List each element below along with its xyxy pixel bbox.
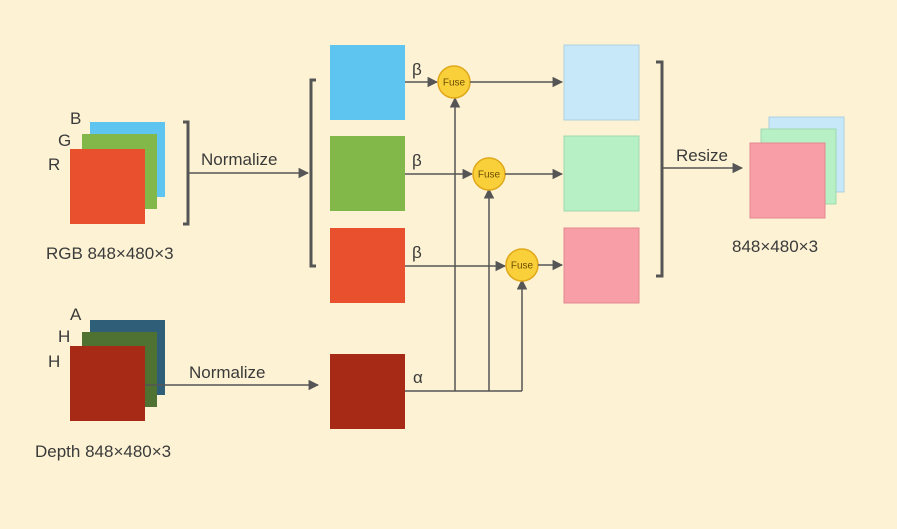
normalized-depth-block (330, 354, 405, 429)
depth-channel-h1-label: H (58, 327, 70, 346)
depth-h-front-layer (70, 346, 145, 421)
beta-label-3: β (412, 243, 422, 262)
alpha-label: α (413, 368, 423, 387)
rgb-caption: RGB 848×480×3 (46, 244, 174, 263)
fuse-label-1: Fuse (443, 78, 466, 89)
depth-input-stack: A H H Depth 848×480×3 (35, 305, 171, 461)
normalized-red-block (330, 228, 405, 303)
rgb-channel-b-label: B (70, 109, 81, 128)
fuse-node-3: Fuse (505, 248, 539, 282)
output-stack: 848×480×3 (732, 116, 845, 256)
rgb-normalize-label: Normalize (201, 150, 278, 169)
output-caption: 848×480×3 (732, 237, 818, 256)
fuse-node-2: Fuse (472, 157, 506, 191)
depth-normalize-label: Normalize (189, 363, 266, 382)
rgb-channel-r-label: R (48, 155, 60, 174)
resize-label: Resize (676, 146, 728, 165)
fused-green-block (563, 135, 640, 212)
fuse-node-1: Fuse (437, 65, 471, 99)
fuse-label-3: Fuse (511, 261, 534, 272)
fused-blue-block (563, 44, 640, 121)
depth-channel-h2-label: H (48, 352, 60, 371)
rgb-input-stack: B G R RGB 848×480×3 (46, 109, 174, 263)
normalized-green-block (330, 136, 405, 211)
fused-red-block (563, 227, 640, 304)
beta-label-1: β (412, 60, 422, 79)
alpha-distribution-lines (405, 96, 528, 392)
depth-caption: Depth 848×480×3 (35, 442, 171, 461)
rgb-bracket (183, 120, 190, 226)
normalized-blue-block (330, 45, 405, 120)
rgb-r-layer (70, 149, 145, 224)
fused-group-bracket (656, 60, 664, 278)
beta-label-2: β (412, 151, 422, 170)
fuse-label-2: Fuse (478, 170, 501, 181)
rgb-channel-g-label: G (58, 131, 71, 150)
output-front-layer (749, 142, 826, 219)
normalized-group-bracket (309, 78, 316, 268)
depth-channel-a-label: A (70, 305, 82, 324)
